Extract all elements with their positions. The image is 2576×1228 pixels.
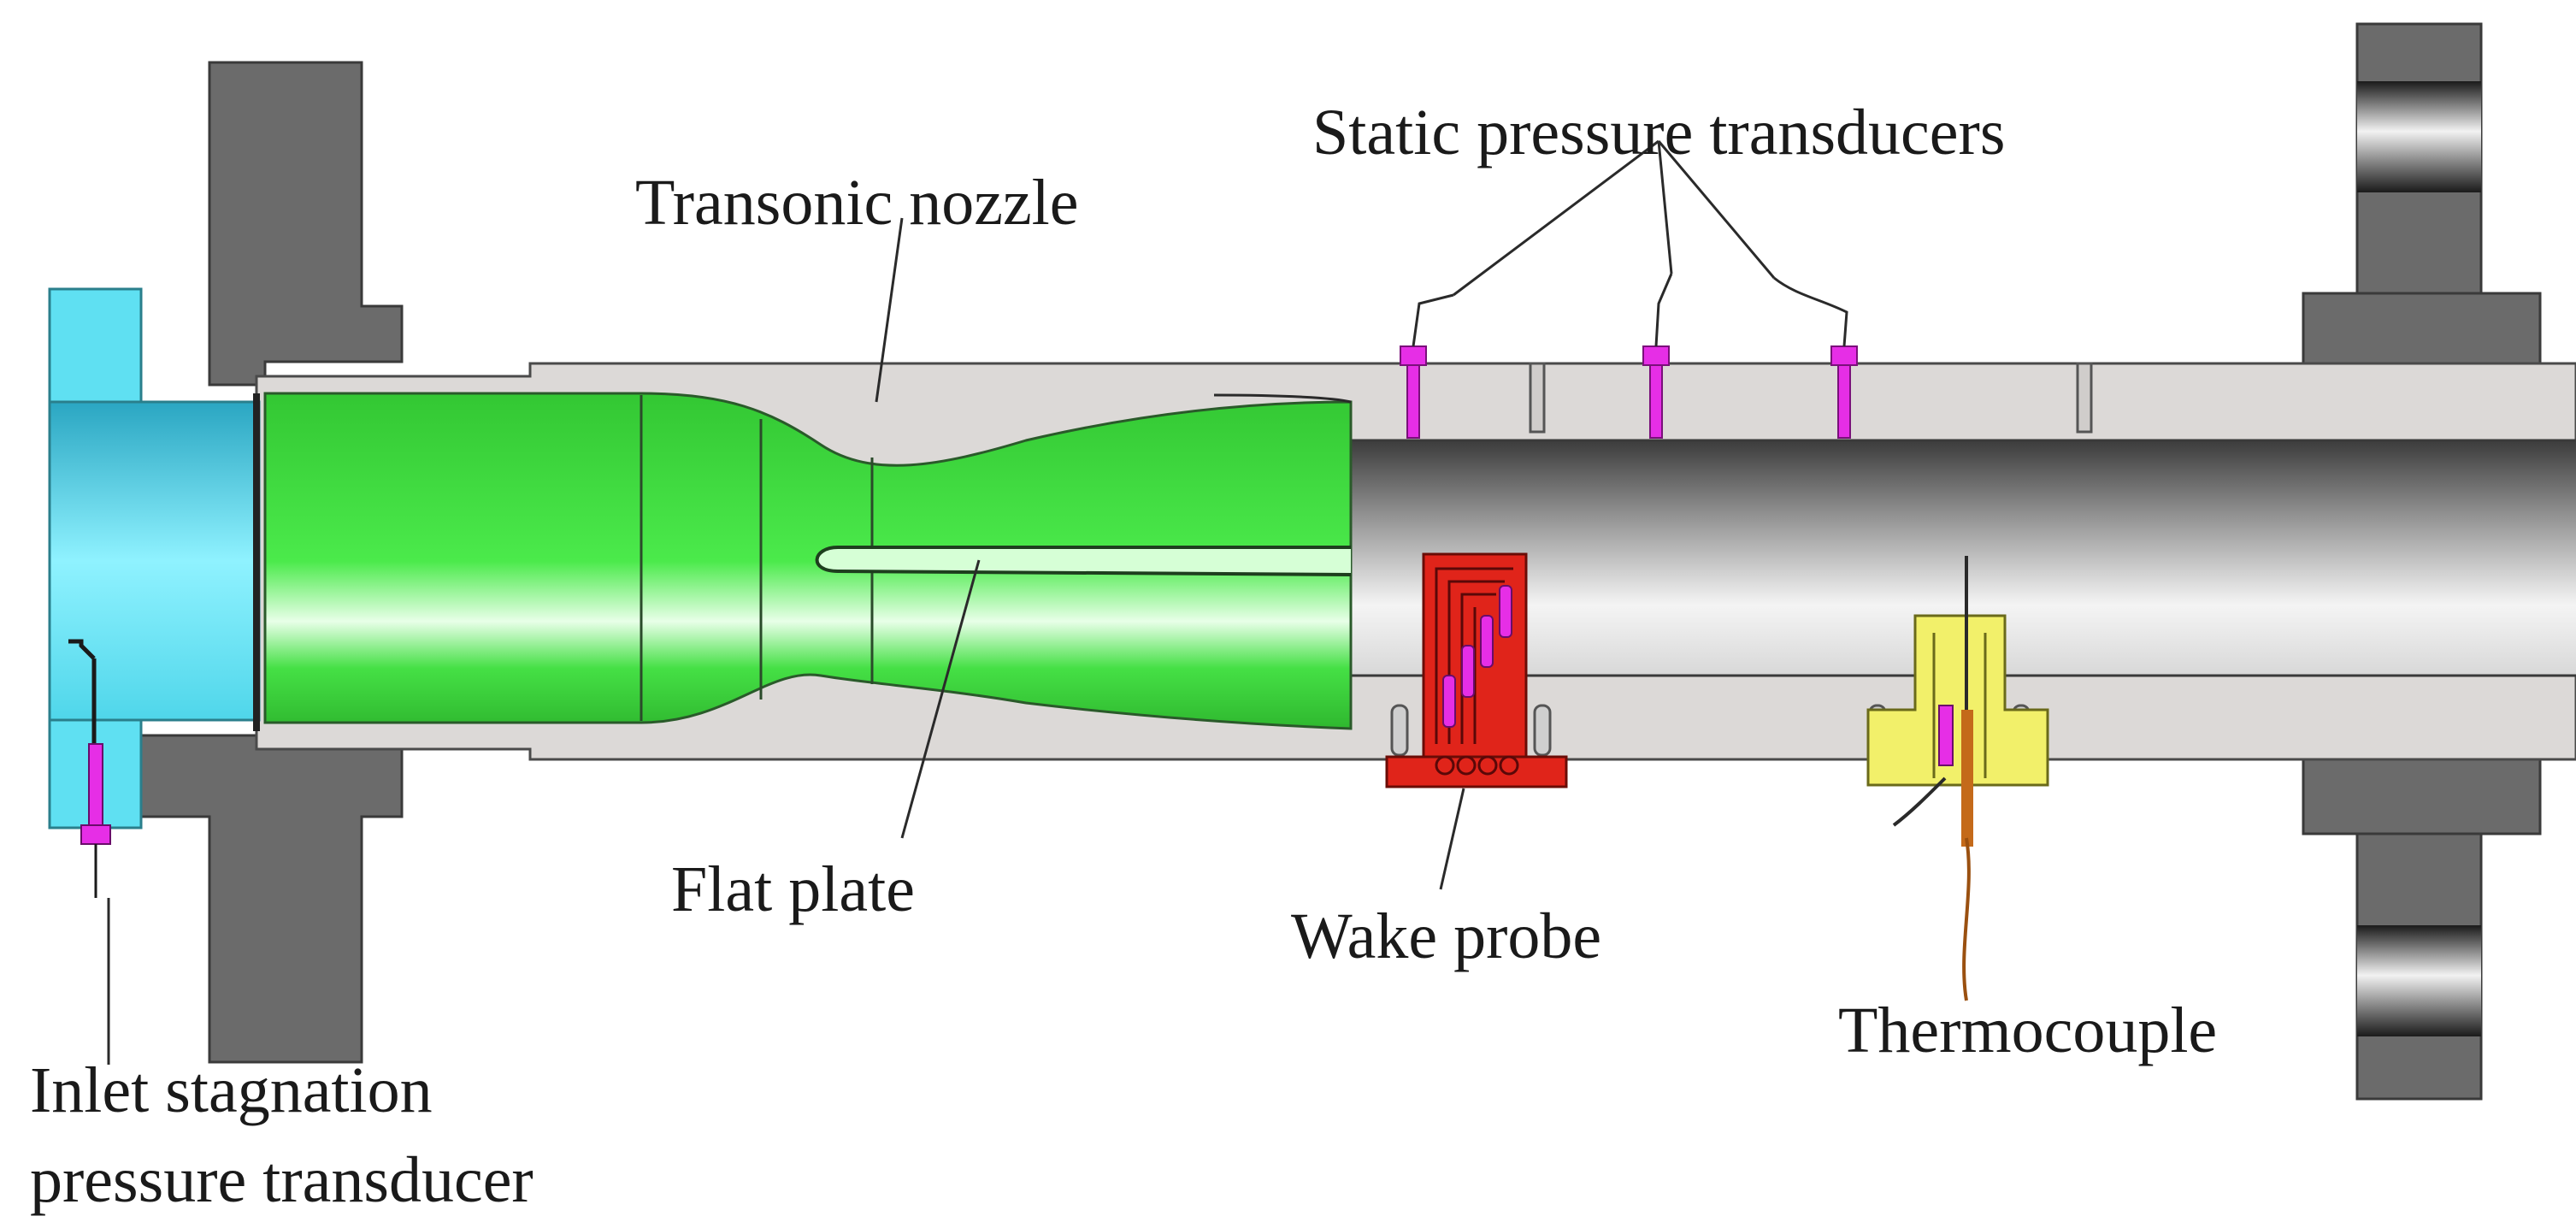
left-flange [139, 61, 404, 1064]
thermocouple-probe [1892, 556, 1973, 1001]
leader-lines [107, 139, 1776, 1065]
lower-bolt-hole [2357, 925, 2481, 1036]
label-static-pressure-transducers: Static pressure transducers [1312, 97, 2005, 168]
static-pressure-transducer [1642, 273, 1673, 439]
label-pressure-transducer: pressure transducer [30, 1144, 533, 1216]
label-inlet-stagnation: Inlet stagnation [30, 1054, 433, 1126]
upper-bolt-hole [2357, 81, 2481, 192]
wake-probe [1385, 552, 1568, 788]
static-pressure-transducer [1773, 276, 1858, 439]
label-transonic-nozzle: Transonic nozzle [635, 167, 1079, 239]
right-flange [2302, 22, 2542, 1101]
label-wake-probe: Wake probe [1291, 900, 1601, 972]
thermocouple-mount [1866, 614, 2049, 787]
wall-port [1529, 362, 2093, 434]
inlet-stagnation-transducer [68, 639, 111, 898]
flat-plate [815, 546, 1352, 576]
label-flat-plate: Flat plate [671, 853, 915, 925]
static-pressure-transducer [1400, 293, 1454, 439]
inlet-block [48, 287, 261, 829]
label-thermocouple: Thermocouple [1838, 995, 2217, 1066]
